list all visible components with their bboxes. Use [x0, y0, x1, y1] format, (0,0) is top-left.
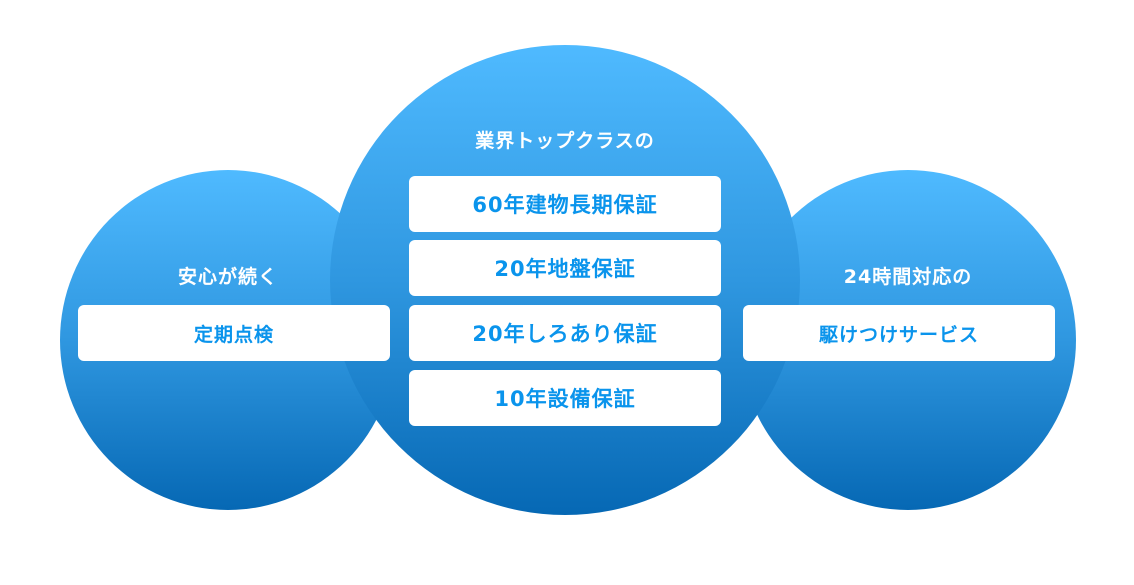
center-item-equipment-warranty: 10年設備保証 — [409, 370, 721, 426]
center-item-building-warranty: 60年建物長期保証 — [409, 176, 721, 232]
center-item-ground-warranty: 20年地盤保証 — [409, 240, 721, 296]
center-item-termite-warranty: 20年しろあり保証 — [409, 305, 721, 361]
center-heading: 業界トップクラスの — [475, 130, 655, 152]
left-item-periodic-inspection: 定期点検 — [78, 305, 390, 361]
right-heading: 24時間対応の — [843, 266, 973, 288]
left-heading: 安心が続く — [177, 266, 278, 288]
right-item-rush-service: 駆けつけサービス — [743, 305, 1055, 361]
